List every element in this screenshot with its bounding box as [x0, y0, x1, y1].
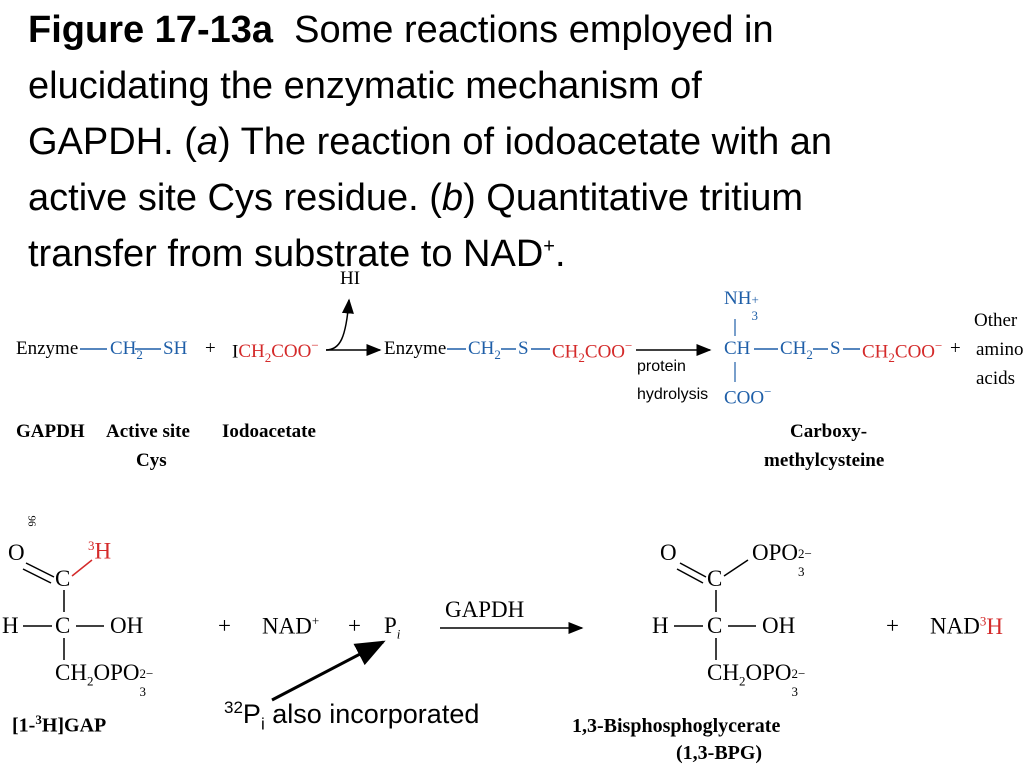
ch2coo-group-2: CH2COO−: [552, 338, 633, 366]
label-1-3h-gap: [1-3H]GAP: [12, 712, 107, 737]
label-iodoacetate: Iodoacetate: [222, 421, 316, 442]
enzyme-label-1: Enzyme: [16, 338, 79, 359]
figure-caption: Figure 17-13a Some reactions employed in…: [28, 2, 1008, 282]
label-methylcysteine: methylcysteine: [764, 450, 885, 471]
nh3-group: NH+3: [724, 288, 759, 323]
oxygen-right: O: [660, 540, 677, 565]
caption-line-3b: ) The reaction of iodoacetate with an: [218, 121, 833, 163]
annotation-32pi: 32Pi also incorporated: [224, 698, 480, 734]
gapdh-arrow-label: GAPDH: [445, 597, 525, 622]
s-atom-1: S: [518, 338, 529, 359]
plus-sign-b3: +: [886, 613, 899, 638]
figure-number: Figure 17-13a: [28, 9, 273, 51]
oh-left: OH: [110, 613, 144, 638]
carbon-top-left: C: [55, 566, 71, 591]
iodoacetate-formula: ICH2COO−: [232, 338, 319, 366]
ch2-group-3: CH2: [780, 338, 813, 362]
tritium-h: 3H: [88, 538, 112, 564]
oh-right: OH: [762, 613, 796, 638]
label-cys: Cys: [136, 450, 167, 471]
pi-label: Pi: [384, 613, 401, 642]
carbon-mid-left: C: [55, 613, 71, 638]
sh-group: SH: [163, 338, 188, 359]
caption-italic-a: a: [196, 121, 219, 163]
label-active-site: Active site: [106, 421, 190, 442]
label-carboxy: Carboxy-: [790, 421, 868, 442]
label-bpg-abbrev: (1,3-BPG): [676, 742, 763, 764]
plus-sign-a1: +: [205, 338, 216, 359]
caption-line-3a: GAPDH. (: [28, 121, 197, 163]
ch-alpha: CH: [724, 338, 751, 359]
caption-sup-plus: +: [543, 235, 555, 258]
caption-line-4a: active site Cys residue. (: [28, 177, 442, 219]
ch2-group-1: CH2: [110, 338, 143, 362]
label-gapdh: GAPDH: [16, 421, 85, 442]
acids-label: acids: [976, 368, 1016, 389]
caption-line-2: elucidating the enzymatic mechanism of: [28, 65, 702, 107]
h-left: H: [2, 613, 19, 638]
protein-label: protein: [637, 358, 686, 375]
caption-italic-b: b: [441, 177, 464, 219]
nad-3h: NAD3H: [930, 613, 1003, 639]
s-atom-2: S: [830, 338, 841, 359]
enzyme-label-2: Enzyme: [384, 338, 447, 359]
small-mark: 96: [25, 515, 38, 527]
plus-sign-b1: +: [218, 613, 231, 638]
ch2-group-2: CH2: [468, 338, 501, 362]
ch2coo-group-3: CH2COO−: [862, 338, 943, 366]
caption-period: .: [554, 233, 566, 275]
label-bisphosphoglycerate: 1,3-Bisphosphoglycerate: [572, 715, 781, 737]
plus-sign-b2: +: [348, 613, 361, 638]
carbon-mid-right: C: [707, 613, 723, 638]
oxygen-left: O: [8, 540, 25, 565]
hi-label: HI: [340, 268, 361, 289]
plus-sign-a2: +: [950, 338, 961, 359]
other-label: Other: [974, 310, 1018, 331]
nad-plus: NAD+: [262, 613, 320, 639]
carbon-top-right: C: [707, 566, 723, 591]
caption-line-1: Some reactions employed in: [294, 9, 774, 51]
hydrolysis-label: hydrolysis: [637, 386, 709, 403]
caption-line-4b: ) Quantitative tritium: [463, 177, 804, 219]
h-right: H: [652, 613, 669, 638]
coo-bottom: COO−: [724, 384, 772, 409]
amino-label: amino: [976, 339, 1024, 360]
caption-line-5: transfer from substrate to NAD: [28, 233, 544, 275]
